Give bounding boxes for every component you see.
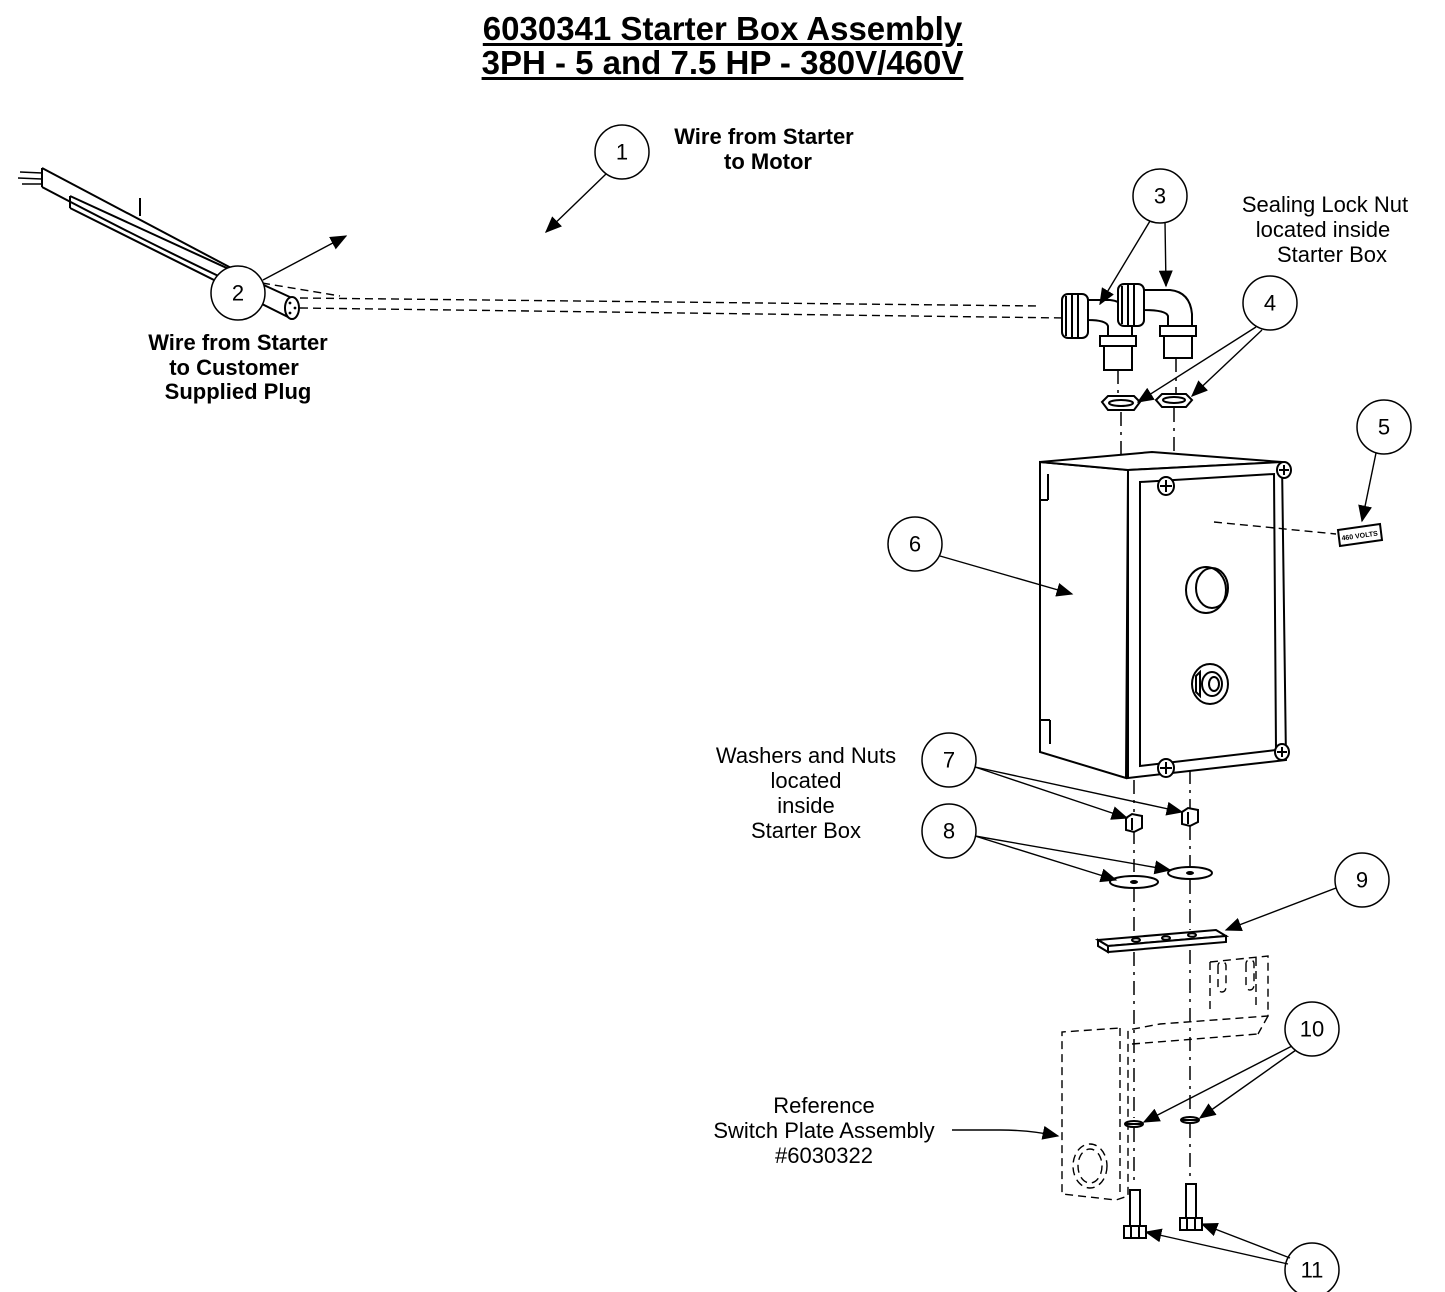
- centerline-right-top: [1173, 358, 1177, 462]
- centerline-left-top: [1117, 370, 1122, 462]
- svg-text:5: 5: [1378, 415, 1390, 440]
- svg-text:Wire from Starter: Wire from Starter: [674, 124, 854, 149]
- starter-box: [1039, 450, 1292, 780]
- bolt-left: [1123, 1189, 1147, 1239]
- svg-text:Switch Plate Assembly: Switch Plate Assembly: [713, 1118, 934, 1143]
- label-alignment-line: [1213, 521, 1337, 535]
- balloon-5: 5: [1356, 399, 1412, 455]
- balloon-9: 9: [1334, 852, 1390, 908]
- title-line-1: 6030341 Starter Box Assembly: [482, 10, 963, 47]
- reference-switch-plate: [1061, 955, 1269, 1201]
- label-wire-plug: Wire from Starter to Customer Supplied P…: [148, 330, 328, 404]
- balloon-1: 1: [594, 124, 650, 180]
- svg-text:#6030322: #6030322: [775, 1143, 873, 1168]
- elbow-fitting-right: [1117, 283, 1197, 359]
- svg-text:located inside: located inside: [1256, 217, 1391, 242]
- svg-text:10: 10: [1300, 1017, 1324, 1042]
- svg-text:6: 6: [909, 532, 921, 557]
- cable-alignment-line: [261, 282, 1067, 319]
- svg-text:1: 1: [616, 140, 628, 165]
- washer-left: [1109, 875, 1159, 889]
- svg-text:Washers and Nuts: Washers and Nuts: [716, 743, 896, 768]
- washer-right: [1167, 866, 1213, 880]
- balloon-11: 11: [1284, 1242, 1340, 1292]
- nut-right: [1181, 806, 1199, 828]
- balloon-7: 7: [921, 732, 977, 788]
- svg-text:2: 2: [232, 281, 244, 306]
- voltage-label-decal: 460 VOLTS: [1336, 522, 1384, 548]
- svg-text:to Motor: to Motor: [724, 149, 812, 174]
- svg-text:Sealing Lock Nut: Sealing Lock Nut: [1242, 192, 1408, 217]
- lock-washer-left: [1124, 1120, 1144, 1128]
- balloon-6: 6: [887, 516, 943, 572]
- sealing-lock-nut-right: [1154, 393, 1194, 408]
- svg-text:3: 3: [1154, 184, 1166, 209]
- svg-text:to Customer: to Customer: [169, 355, 299, 380]
- balloon-4: 4: [1242, 275, 1298, 331]
- svg-text:Supplied Plug: Supplied Plug: [165, 379, 312, 404]
- svg-text:Starter Box: Starter Box: [1277, 242, 1387, 267]
- label-reference: Reference Switch Plate Assembly #6030322: [713, 1093, 934, 1168]
- backing-plate: [1094, 928, 1230, 954]
- svg-text:located: located: [771, 768, 842, 793]
- leader-lines: [262, 173, 1377, 1265]
- svg-text:7: 7: [943, 748, 955, 773]
- title-line-2: 3PH - 5 and 7.5 HP - 380V/460V: [481, 44, 964, 81]
- svg-text:Wire from Starter: Wire from Starter: [148, 330, 328, 355]
- svg-text:11: 11: [1301, 1258, 1324, 1283]
- svg-text:8: 8: [943, 819, 955, 844]
- balloon-10: 10: [1284, 1001, 1340, 1057]
- title-overlay: 6030341 Starter Box Assembly 3PH - 5 and…: [0, 12, 1445, 80]
- svg-text:9: 9: [1356, 868, 1368, 893]
- nut-left: [1125, 812, 1143, 834]
- lock-washer-right: [1180, 1116, 1200, 1124]
- label-wire-motor: Wire from Starter to Motor: [674, 124, 854, 174]
- svg-text:inside: inside: [777, 793, 834, 818]
- balloon-2: 2: [210, 265, 266, 321]
- svg-text:4: 4: [1264, 291, 1276, 316]
- label-sealing-nut: Sealing Lock Nut located inside Starter …: [1242, 192, 1408, 267]
- elbow-fitting-left: [1061, 293, 1137, 371]
- sealing-lock-nut-left: [1100, 395, 1142, 411]
- svg-text:Reference: Reference: [773, 1093, 875, 1118]
- balloon-8: 8: [921, 803, 977, 859]
- svg-text:Starter Box: Starter Box: [751, 818, 861, 843]
- balloon-3: 3: [1132, 168, 1188, 224]
- label-washers-nuts: Washers and Nuts located inside Starter …: [716, 743, 896, 843]
